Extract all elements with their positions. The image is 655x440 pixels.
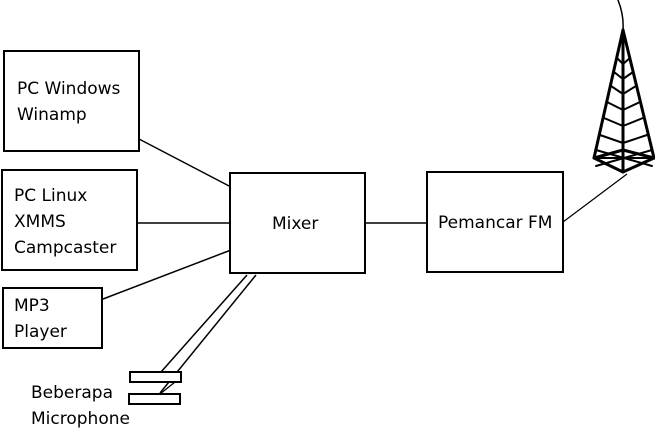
node-pc-windows (3, 50, 140, 152)
node-pc-linux (1, 169, 138, 271)
node-transmitter (426, 171, 564, 273)
node-microphones-label-line2: Microphone (31, 409, 130, 429)
microphone-icon (128, 393, 181, 405)
node-transmitter-label: Pemancar FM (438, 213, 553, 233)
mic-cable (159, 381, 176, 395)
node-pc-windows-label-line1: PC Windows (17, 79, 121, 99)
edge-pcwindows-mixer (138, 138, 232, 188)
microphone-icon (129, 371, 182, 383)
edge-mp3-mixer (102, 249, 232, 300)
edge-transmitter-antenna (562, 173, 628, 223)
edge-mic1-mixer (160, 274, 248, 373)
node-mixer-label: Mixer (272, 214, 319, 234)
node-pc-linux-label-line2: XMMS (14, 212, 66, 232)
node-microphones-label-line1: Beberapa (31, 383, 113, 403)
node-mixer (229, 172, 366, 274)
node-mp3-player-label-line1: MP3 (14, 296, 50, 316)
radio-tower-icon (592, 0, 655, 174)
node-pc-linux-label-line1: PC Linux (14, 186, 88, 206)
node-mp3-player-label-line2: Player (14, 322, 67, 342)
node-pc-linux-label-line3: Campcaster (14, 238, 117, 258)
node-mp3-player (2, 287, 103, 349)
node-pc-windows-label-line2: Winamp (17, 105, 87, 125)
